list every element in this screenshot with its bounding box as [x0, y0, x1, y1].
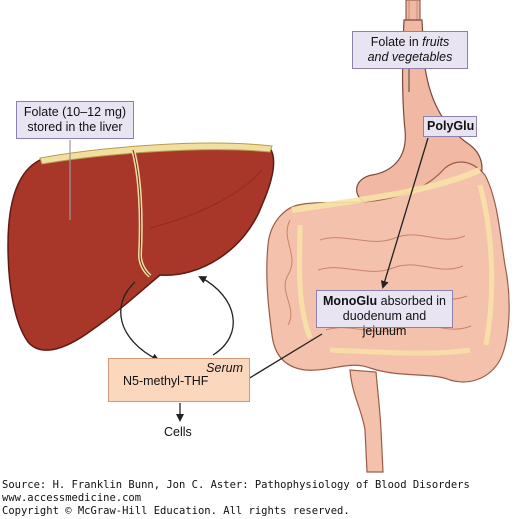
liver-illustration	[7, 142, 275, 351]
serum-label: Serum	[206, 361, 243, 375]
monoglu-box: MonoGlu absorbed in duodenum and jejunum	[316, 290, 453, 338]
footer-source: Source: H. Franklin Bunn, Jon C. Aster: …	[2, 479, 470, 491]
fruit-box-line1: Folate in	[370, 35, 423, 49]
fruit-box-fruits: fruits	[422, 35, 450, 49]
liver-to-serum-arrow	[120, 281, 160, 361]
polyglu-label: PolyGlu	[427, 119, 475, 133]
serum-to-liver-arrow	[198, 276, 234, 356]
monoglu-to-serum-arrow	[241, 333, 323, 384]
liver-folate-box: Folate (10–12 mg) stored in the liver	[16, 101, 134, 139]
footer-copyright: Copyright © McGraw-Hill Education. All r…	[2, 505, 350, 517]
footer-site: www.accessmedicine.com	[2, 492, 142, 504]
cells-label: Cells	[164, 425, 192, 439]
polyglu-box: PolyGlu	[423, 116, 477, 137]
monoglu-bold: MonoGlu	[323, 294, 378, 308]
monoglu-rest: absorbed in	[377, 294, 446, 308]
arrows	[69, 69, 429, 422]
liver-box-line2: stored in the liver	[27, 120, 123, 134]
serum-box: Serum N5-methyl-THF	[108, 358, 250, 402]
monoglu-line2: duodenum and jejunum	[342, 309, 427, 338]
dietary-folate-box: Folate in fruits and vegetables	[352, 31, 468, 69]
fruit-box-line2: and vegetables	[367, 50, 453, 64]
polyglu-to-monoglu-arrow	[380, 137, 429, 289]
n5-methyl-thf-label: N5-methyl-THF	[123, 374, 209, 388]
liver-box-line1: Folate (10–12 mg)	[23, 105, 127, 119]
